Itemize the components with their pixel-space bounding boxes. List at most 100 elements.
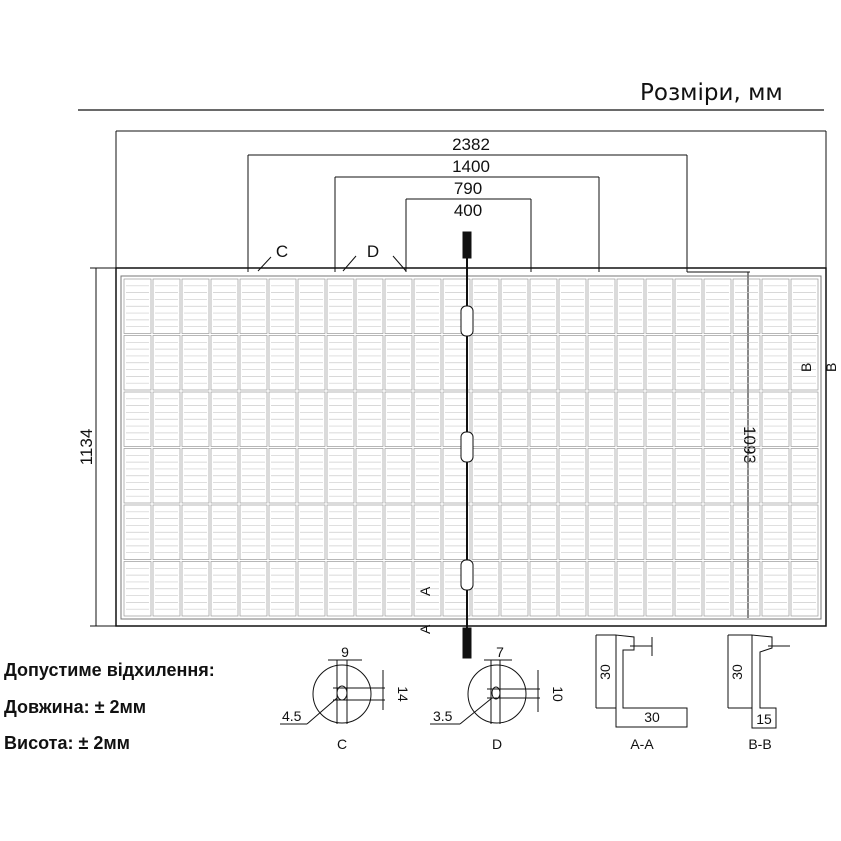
dim-inner-height: 1093 — [740, 426, 759, 464]
solar-cell — [210, 448, 239, 504]
solar-cell — [123, 448, 152, 504]
detail-c-diameter: 4.5 — [282, 708, 302, 724]
solar-cell — [616, 448, 645, 504]
solar-cell — [152, 278, 181, 334]
solar-cell — [616, 561, 645, 617]
solar-cell — [790, 504, 819, 560]
solar-cell — [355, 561, 384, 617]
solar-cell — [616, 391, 645, 447]
solar-cell — [529, 278, 558, 334]
section-aa — [595, 634, 688, 728]
solar-cell — [645, 391, 674, 447]
solar-cell — [471, 391, 500, 447]
solar-cell — [326, 561, 355, 617]
hole-label-c: C — [276, 242, 288, 261]
solar-cell — [587, 391, 616, 447]
solar-cell — [268, 448, 297, 504]
solar-cell — [616, 278, 645, 334]
solar-cell — [239, 561, 268, 617]
solar-cell — [384, 504, 413, 560]
solar-cell — [297, 278, 326, 334]
solar-cell — [761, 561, 790, 617]
solar-cell — [442, 391, 471, 447]
solar-cell — [587, 448, 616, 504]
solar-cell — [790, 391, 819, 447]
solar-cell — [471, 278, 500, 334]
solar-cell — [123, 561, 152, 617]
solar-cell — [297, 504, 326, 560]
solar-cell — [384, 335, 413, 391]
dim-overall-length: 2382 — [452, 135, 490, 154]
solar-cell — [645, 448, 674, 504]
solar-cell — [413, 391, 442, 447]
drawing-title: Розміри, мм — [640, 80, 783, 106]
solar-cell — [413, 448, 442, 504]
solar-cell — [326, 278, 355, 334]
solar-cell — [674, 391, 703, 447]
solar-cell — [181, 335, 210, 391]
solar-cell — [239, 278, 268, 334]
cable — [460, 231, 474, 659]
solar-cell — [239, 504, 268, 560]
solar-cell — [500, 335, 529, 391]
solar-cell — [413, 561, 442, 617]
solar-cell — [529, 561, 558, 617]
solar-cell — [123, 278, 152, 334]
solar-cell — [355, 448, 384, 504]
solar-cell — [703, 561, 732, 617]
solar-cell — [268, 561, 297, 617]
solar-cell — [384, 448, 413, 504]
panel-frame — [115, 267, 827, 627]
section-mark-b-left: B — [798, 363, 814, 372]
solar-cell — [413, 278, 442, 334]
detail-d-height: 10 — [550, 686, 566, 702]
solar-cell — [616, 335, 645, 391]
solar-cell — [326, 448, 355, 504]
solar-cell — [268, 504, 297, 560]
solar-cell — [500, 561, 529, 617]
solar-cell — [645, 504, 674, 560]
solar-cell — [471, 335, 500, 391]
solar-cell — [181, 561, 210, 617]
solar-cell — [152, 448, 181, 504]
solar-cell — [558, 335, 587, 391]
section-aa-height: 30 — [597, 664, 613, 680]
solar-cell — [732, 448, 761, 504]
solar-cell — [268, 278, 297, 334]
dim-mid-holes: 790 — [454, 179, 482, 198]
solar-cell — [152, 335, 181, 391]
solar-cell — [732, 561, 761, 617]
solar-cell — [674, 335, 703, 391]
solar-cell — [239, 391, 268, 447]
solar-cell — [500, 448, 529, 504]
solar-cell — [210, 561, 239, 617]
solar-cell — [761, 504, 790, 560]
solar-cell — [413, 504, 442, 560]
solar-cell — [123, 335, 152, 391]
solar-cell — [384, 391, 413, 447]
solar-cell — [732, 504, 761, 560]
solar-cell — [529, 504, 558, 560]
solar-cell — [326, 335, 355, 391]
solar-cell — [616, 504, 645, 560]
solar-cell — [558, 391, 587, 447]
solar-cell — [152, 504, 181, 560]
solar-cell — [790, 335, 819, 391]
solar-cell — [500, 391, 529, 447]
detail-c-height: 14 — [395, 686, 411, 702]
solar-cell — [268, 335, 297, 391]
detail-d — [430, 659, 540, 725]
solar-cell — [210, 504, 239, 560]
hole-label-d: D — [367, 242, 379, 261]
dimension-lines — [90, 130, 827, 627]
solar-cell — [761, 391, 790, 447]
solar-cell — [645, 278, 674, 334]
dim-inner-holes: 400 — [454, 201, 482, 220]
solar-cell — [326, 504, 355, 560]
solar-cell — [703, 335, 732, 391]
solar-cell — [210, 391, 239, 447]
section-bb-label: B-B — [748, 736, 771, 752]
solar-cell — [732, 391, 761, 447]
panel-inner — [120, 275, 822, 620]
